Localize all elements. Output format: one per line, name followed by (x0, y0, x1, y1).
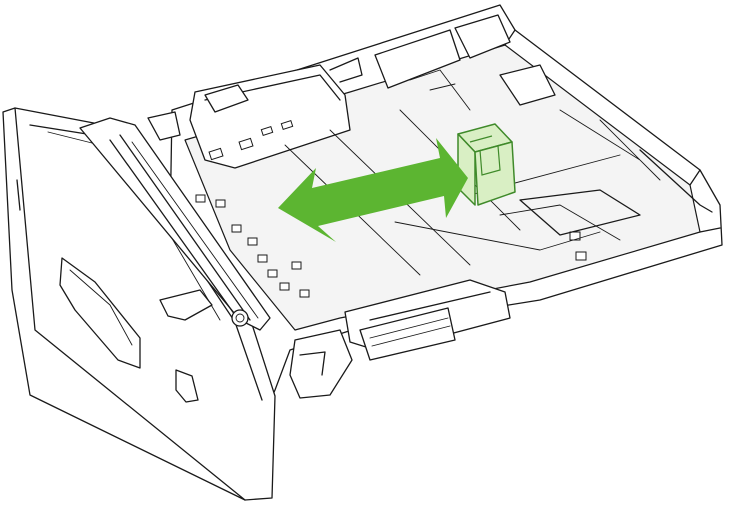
rear-paper-guide (189, 57, 363, 169)
highlighted-side-guide (457, 123, 516, 206)
front-guide-rail (289, 279, 511, 399)
side-knob (231, 309, 249, 327)
latch-window (175, 369, 199, 403)
rear-right-components (374, 14, 661, 181)
lever-tab (159, 289, 213, 321)
adjustment-arrow-icon (278, 138, 468, 242)
left-side-rail (79, 111, 271, 331)
front-panel-face (2, 107, 276, 501)
handle-slot (59, 257, 141, 369)
front-guide-handle (359, 307, 456, 361)
floor-slots (195, 194, 587, 298)
